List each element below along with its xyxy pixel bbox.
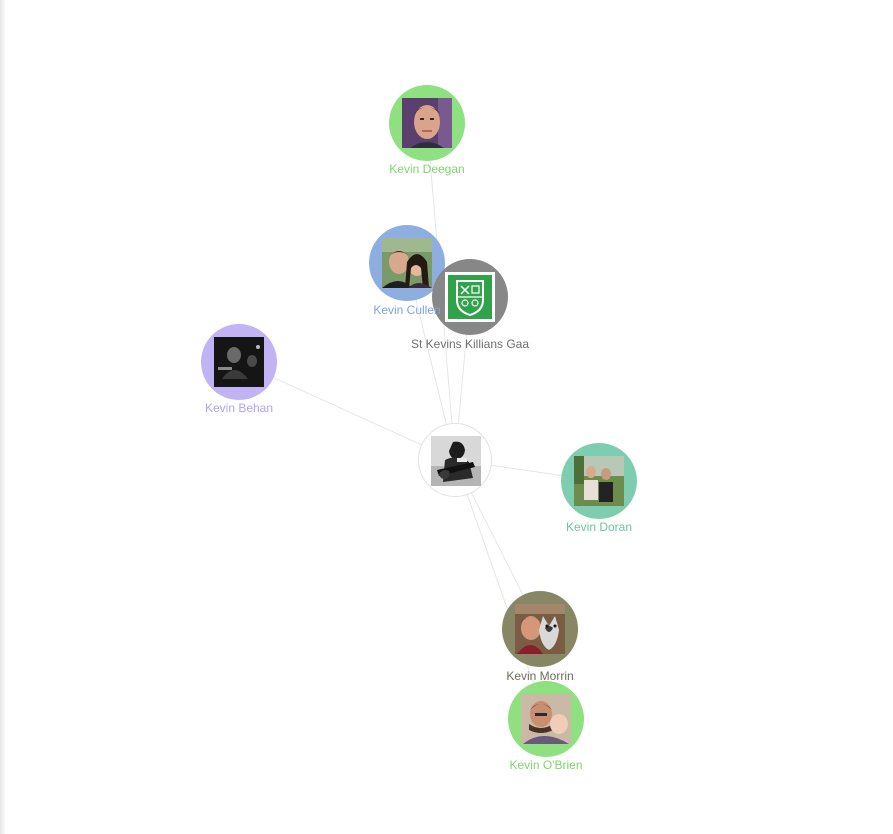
man-portrait-photo-icon (402, 98, 452, 148)
panel-edge-shadow (0, 0, 6, 834)
node-label-kevin-obrien: Kevin O'Brien (509, 758, 583, 772)
edge-center-to-kevin-behan (238, 361, 456, 461)
node-label-st-kevins-killians-gaa: St Kevins Killians Gaa (410, 337, 530, 351)
node-st-kevins-killians-gaa[interactable] (432, 259, 508, 335)
node-kevin-morrin[interactable] (502, 591, 578, 667)
node-label-kevin-cullen: Kevin Cullen (373, 303, 441, 317)
node-kevin-obrien[interactable] (508, 681, 584, 757)
dark-group-photo-icon (214, 337, 264, 387)
edge-center-to-kevin-obrien (454, 459, 547, 720)
couple-selfie-photo-icon (382, 238, 432, 288)
node-kevin-cullen[interactable] (369, 225, 445, 301)
node-label-kevin-morrin: Kevin Morrin (506, 669, 574, 683)
center-node[interactable] (418, 423, 492, 497)
node-label-kevin-doran: Kevin Doran (565, 520, 633, 534)
outdoor-couple-photo-icon (574, 456, 624, 506)
man-with-baby-photo-icon (521, 694, 571, 744)
node-label-kevin-behan: Kevin Behan (204, 401, 274, 415)
node-kevin-deegan[interactable] (389, 85, 465, 161)
node-kevin-behan[interactable] (201, 324, 277, 400)
node-label-kevin-deegan: Kevin Deegan (389, 162, 465, 176)
person-with-guitar-photo-icon (431, 436, 481, 486)
man-with-dog-photo-icon (515, 604, 565, 654)
node-kevin-doran[interactable] (561, 443, 637, 519)
club-crest-logo-icon (445, 272, 495, 322)
